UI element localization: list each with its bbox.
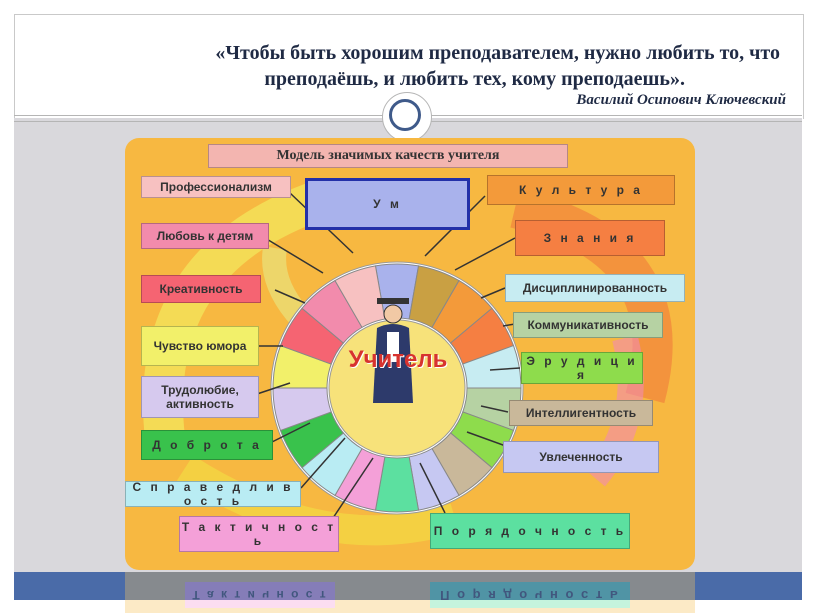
quote-line-1: «Чтобы быть хорошим преподавателем, нужн… — [215, 42, 780, 64]
label-intelligence: Интеллигентность — [509, 400, 653, 426]
quote-text: «Чтобы быть хорошим преподавателем, нужн… — [60, 40, 780, 92]
quote-author: Василий Осипович Ключевский — [576, 92, 786, 108]
label-professionalism: Профессионализм — [141, 176, 291, 198]
label-diligence: Трудолюбие, активность — [141, 376, 259, 418]
label-decency: П о р я д о ч н о с т ь — [430, 513, 630, 549]
wheel-segment — [334, 265, 386, 329]
reflection-decency: П о р я д о ч н о с т ь — [430, 582, 630, 608]
label-enthusiasm: Увлеченность — [503, 441, 659, 473]
label-discipline: Дисциплинированность — [505, 274, 685, 302]
label-love: Любовь к детям — [141, 223, 269, 249]
quote-line-2: преподаёшь, и любить тех, кому преподаеш… — [264, 68, 685, 90]
circle-ornament-icon — [382, 92, 432, 142]
label-communicative: Коммуникативность — [513, 312, 663, 338]
reflection-tact: Т а к т и ч н о с т ь — [185, 572, 335, 608]
label-erudition: Э р у д и ц и я — [521, 352, 643, 384]
label-um: У м — [305, 178, 470, 230]
label-humor: Чувство юмора — [141, 326, 259, 366]
label-justice: С п р а в е д л и в о с т ь — [125, 480, 301, 508]
center-label: Учитель — [348, 346, 448, 373]
footer-bar — [14, 572, 802, 600]
diagram-title: Модель значимых качеств учителя — [208, 144, 568, 168]
label-creativity: Креативность — [141, 275, 261, 303]
label-culture: К у л ь т у р а — [487, 175, 675, 205]
label-tact: Т а к т и ч н о с т ь — [179, 516, 339, 552]
label-knowledge: З н а н и я — [515, 220, 665, 256]
diagram-reflection: Т а к т и ч н о с т ь П о р я д о ч н о … — [125, 572, 695, 613]
label-kindness: Д о б р о т а — [141, 430, 273, 460]
teacher-qualities-diagram: Модель значимых качеств учителя Професси… — [125, 138, 695, 570]
